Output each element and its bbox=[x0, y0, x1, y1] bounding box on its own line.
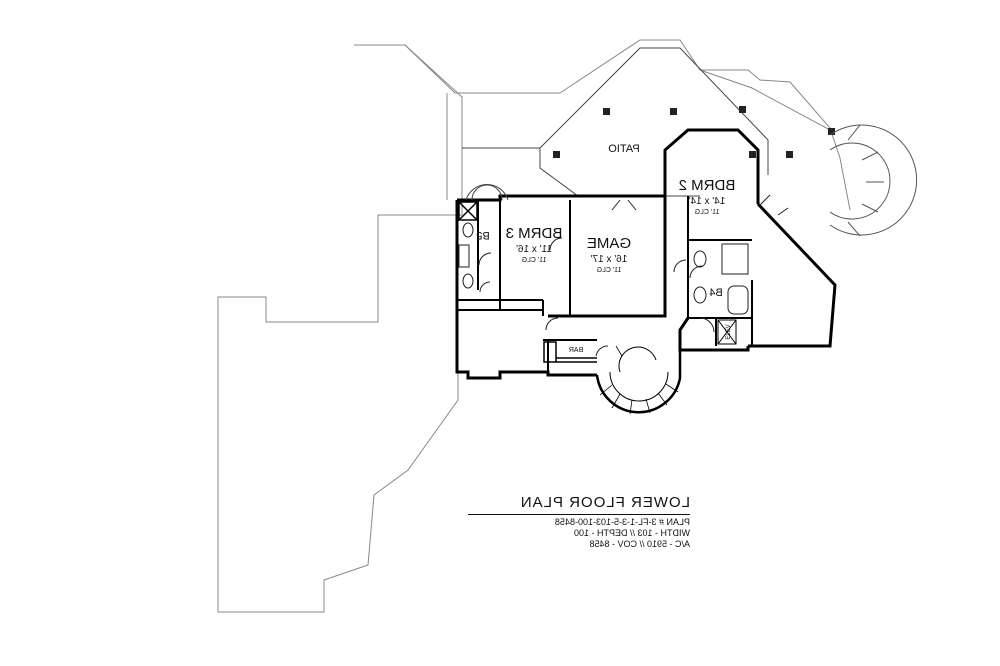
room-labels: PATIO BDRM 2 14' x 14' 11' CLG BDRM 3 11… bbox=[476, 143, 735, 354]
upper-spiral-stair bbox=[829, 124, 918, 237]
bdrm3-ceiling: 11' CLG bbox=[522, 257, 547, 264]
game-label: GAME bbox=[587, 235, 631, 252]
elev-label: ELEV bbox=[726, 324, 732, 339]
game-size: 16' x 17' bbox=[591, 254, 628, 265]
plan-dimensions: WIDTH - 103 // DEPTH - 100 bbox=[573, 528, 690, 538]
bdrm3-label: BDRM 3 bbox=[506, 225, 563, 242]
bar-label: BAR bbox=[569, 347, 583, 354]
bar-counter bbox=[543, 341, 597, 363]
round-bay bbox=[465, 184, 509, 201]
b5-label: B5 bbox=[476, 229, 489, 241]
bdrm2-label: BDRM 2 bbox=[679, 177, 736, 194]
chase-box bbox=[458, 201, 478, 221]
bdrm2-size: 14' x 14' bbox=[689, 196, 726, 207]
game-ceiling: 11' CLG bbox=[597, 267, 622, 274]
plan-number: PLAN # 3-FL-1-3-5-103-100-8458 bbox=[554, 517, 690, 527]
title-rule bbox=[468, 514, 690, 515]
patio-columns bbox=[553, 106, 835, 158]
plan-title: LOWER FLOOR PLAN bbox=[519, 494, 690, 511]
bath-b5-fixtures bbox=[458, 222, 492, 293]
bdrm3-size: 11' x 16' bbox=[516, 244, 552, 255]
spiral-stair bbox=[595, 345, 682, 415]
interior-walls bbox=[457, 196, 753, 375]
plan-area: A/C - 5910 // COV - 8458 bbox=[589, 539, 690, 549]
elevator bbox=[717, 319, 737, 345]
upper-floor-outline bbox=[217, 39, 851, 613]
title-block: LOWER FLOOR PLAN PLAN # 3-FL-1-3-5-103-1… bbox=[460, 494, 690, 550]
bath-b4-fixtures bbox=[689, 243, 749, 315]
doors bbox=[545, 194, 789, 357]
patio-label: PATIO bbox=[608, 143, 640, 155]
exterior-walls bbox=[455, 128, 837, 380]
b4-label: B4 bbox=[709, 287, 722, 299]
bdrm2-ceiling: 11' CLG bbox=[695, 209, 720, 216]
